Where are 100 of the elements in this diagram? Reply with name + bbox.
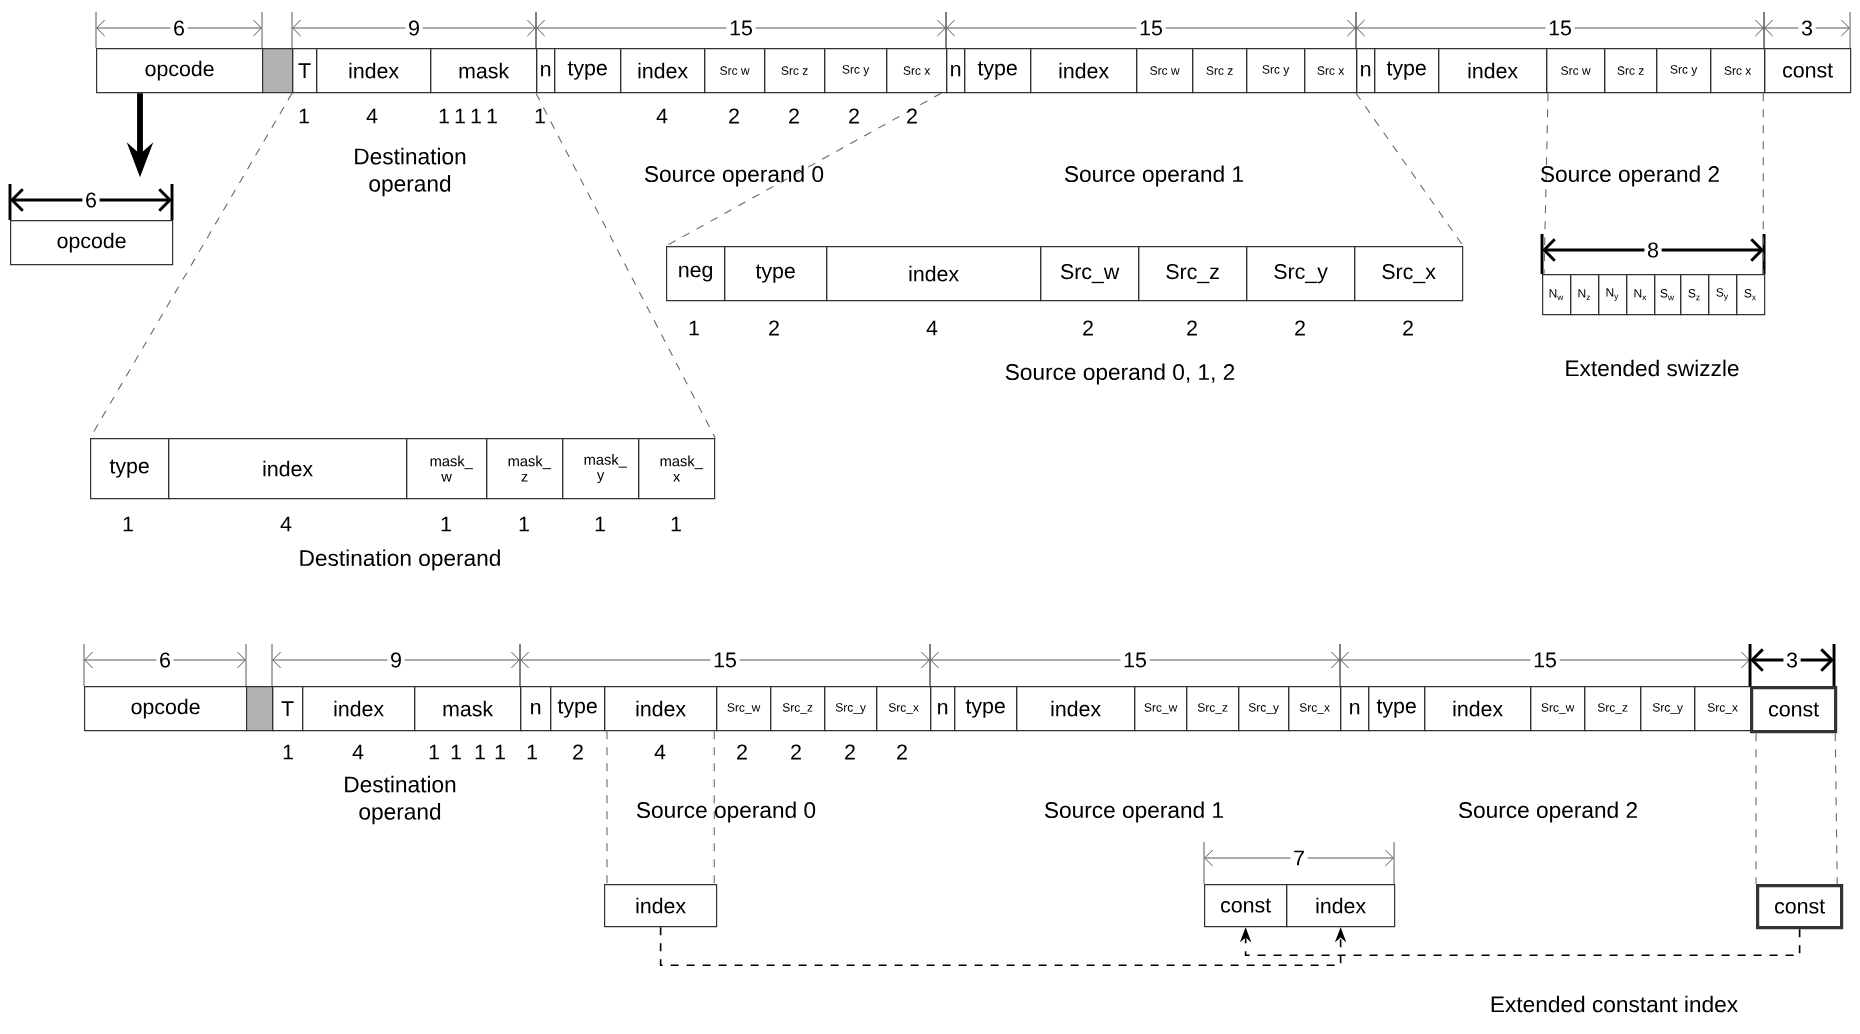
field-cell: index [1438,48,1548,94]
guide-line [89,92,293,439]
bit-count: 1 [451,744,461,760]
dimension-value: 15 [1545,17,1575,39]
dimension-value: 9 [405,17,423,39]
field-cell: neg [666,246,726,302]
field-cell: index [826,246,1042,302]
guide-line [713,730,715,885]
field-cell: Src_w [1040,246,1140,302]
field-cell: index [1286,884,1396,928]
bit-count: 2 [1187,320,1197,336]
bit-count: 1 [595,516,605,532]
shaded-cell [262,48,294,94]
field-cell: index [604,686,718,732]
bit-count: 4 [656,108,668,124]
caption: Source operand 0 [636,801,816,823]
bit-count: 1 [455,108,465,124]
field-cell: n [1340,686,1370,732]
caption: Extended swizzle [1566,359,1739,377]
dimension-value: 15 [1530,649,1560,671]
bit-count: 4 [926,320,938,336]
guide-line [1543,92,1549,275]
bit-count: 2 [791,744,801,760]
field-cell: n [1356,48,1376,94]
bit-count: 2 [737,744,747,760]
guide-line [606,730,608,885]
bit-count: 2 [1295,320,1305,336]
field-cell: n [946,48,966,94]
bit-count: 1 [429,744,439,760]
guide-line [1762,92,1764,275]
dimension-value: 6 [170,17,188,39]
guide-line [1355,92,1464,247]
caption: Source operand 0 [644,165,824,187]
bit-count: 1 [535,108,545,124]
field-cell: index [1030,48,1138,94]
field-cell: index [168,438,408,500]
bit-count: 1 [671,516,681,532]
field-cell: mask [414,686,522,732]
bit-count: 2 [789,108,799,124]
bit-count: 4 [654,744,666,760]
dimension-value: 3 [1798,17,1816,39]
bit-count: 2 [1403,320,1413,336]
bit-count: 1 [495,744,505,760]
bit-count: 4 [366,108,378,124]
field-cell: opcode [96,48,264,94]
field-cell: index [620,48,706,94]
bit-count: 2 [845,744,855,760]
bit-count: 1 [527,744,537,760]
bit-count: 2 [897,744,907,760]
bit-count: 1 [487,108,497,124]
bit-count: 1 [283,744,293,760]
field-cell: const [1764,48,1852,94]
field-cell: type [964,48,1032,94]
dimension-value: 6 [82,189,100,211]
bit-count: 1 [475,744,485,760]
field-cell: opcode [84,686,248,732]
field-cell: index [316,48,432,94]
dimension-value: 6 [156,649,174,671]
dimension-value: 15 [726,17,756,39]
guide-line [1755,732,1757,885]
caption: Source operand 2 [1458,801,1637,823]
dimension-value: 9 [387,649,405,671]
bit-count: 1 [441,516,451,532]
field-cell: index [604,884,718,928]
bit-count: 1 [689,320,699,336]
field-cell: opcode [10,220,174,266]
field-cell: const [1756,884,1844,930]
field-cell: n [536,48,556,94]
bit-count: 2 [729,108,739,124]
caption: Source operand 1 [1064,165,1243,187]
field-cell: mask [430,48,538,94]
caption: Destination operand [300,549,500,571]
caption: Source operand 0, 1, 2 [1005,363,1235,385]
dimension-value: 15 [1120,649,1150,671]
field-cell: T [272,686,304,732]
field-cell: index [1016,686,1136,732]
bit-count: 4 [352,744,364,760]
field-cell: Src_z [1138,246,1248,302]
caption: Destination operand [345,775,456,825]
field-cell: T [292,48,318,94]
field-cell: type [550,686,606,732]
field-cell: type [724,246,828,302]
dimension-value: 8 [1644,239,1662,261]
field-cell: type [954,686,1018,732]
field-cell: type [90,438,170,500]
field-cell: index [1424,686,1532,732]
bit-count: 2 [907,108,917,124]
field-cell: type [1368,686,1426,732]
bit-count: 1 [123,516,133,532]
bit-count: 2 [849,108,859,124]
field-cell: Src_x [1354,246,1464,302]
dimension-value: 3 [1783,649,1801,671]
field-cell: const [1204,884,1288,928]
field-cell: n [930,686,956,732]
caption: Extended constant index [1491,995,1738,1013]
bit-count: 2 [573,744,583,760]
bit-count: 2 [769,320,779,336]
guide-line [1834,732,1838,885]
bit-count: 2 [1083,320,1093,336]
bit-count: 1 [471,108,481,124]
